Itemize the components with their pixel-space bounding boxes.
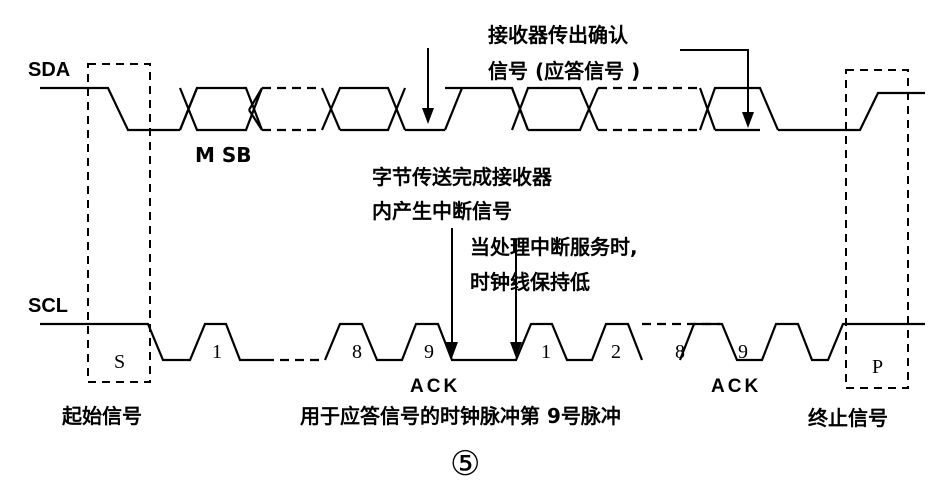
sda-label: SDA xyxy=(28,59,70,81)
ack-arrow-1 xyxy=(422,48,434,124)
start-letter: S xyxy=(114,351,125,373)
hold-arrow xyxy=(510,240,522,358)
ack-label-2: ACK xyxy=(711,376,761,397)
stop-condition-box xyxy=(845,69,909,389)
interrupt-arrow xyxy=(446,228,458,358)
figure-number: ⑤ xyxy=(450,444,480,484)
pulse-number: 8 xyxy=(352,341,362,363)
byte-complete-label-2: 内产生中断信号 xyxy=(372,199,512,223)
pulse-number: 1 xyxy=(541,341,551,363)
receiver-ack-label-2: 信号 (应答信号 ) xyxy=(488,59,640,83)
sda-waveform xyxy=(40,86,925,132)
stop-signal-label: 终止信号 xyxy=(808,406,888,430)
interrupt-service-label-2: 时钟线保持低 xyxy=(470,270,590,294)
start-signal-label: 起始信号 xyxy=(61,404,142,428)
ack-label-1: ACK xyxy=(410,376,460,397)
pulse-number: 9 xyxy=(738,341,748,363)
msb-label: M SB xyxy=(195,143,252,167)
receiver-ack-label: 接收器传出确认 xyxy=(488,23,629,47)
scl-waveform xyxy=(40,322,925,362)
pulse-number: 2 xyxy=(611,341,621,363)
start-condition-box xyxy=(87,63,151,383)
ack-arrow-2 xyxy=(680,49,754,128)
interrupt-service-label: 当处理中断服务时, xyxy=(470,235,638,259)
scl-label: SCL xyxy=(28,295,68,317)
pulse-number: 9 xyxy=(424,341,434,363)
ack-pulse-label: 用于应答信号的时钟脉冲第 9号脉冲 xyxy=(300,404,621,428)
byte-complete-label: 字节传送完成接收器 xyxy=(372,165,553,189)
pulse-number: 1 xyxy=(212,341,222,363)
stop-letter: P xyxy=(872,356,883,378)
pulse-number: 8 xyxy=(675,341,685,363)
